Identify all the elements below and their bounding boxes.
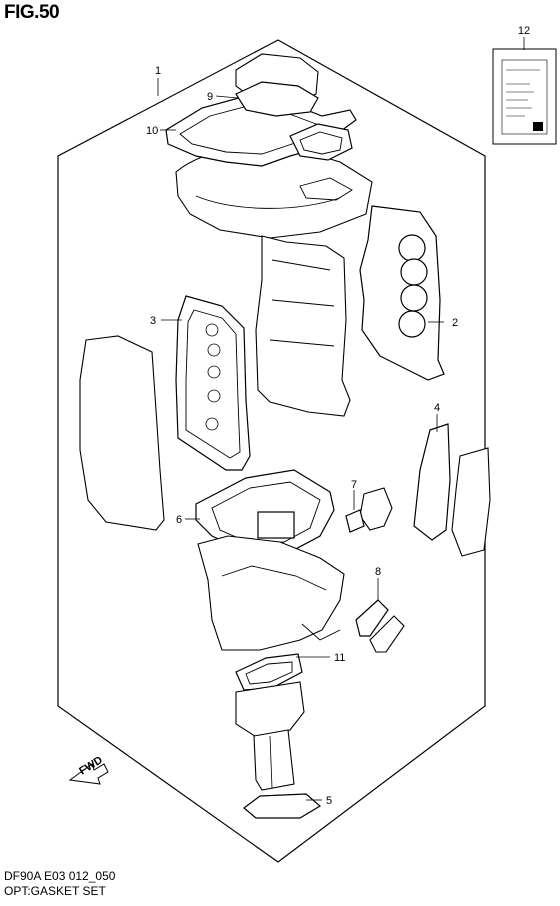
side-cover-gasket: [413, 423, 491, 557]
callout-3: 3: [150, 315, 156, 327]
manual-booklet: [492, 48, 557, 145]
intake-gasket: [165, 95, 357, 167]
figure-name: OPT:GASKET SET: [4, 884, 106, 898]
oil-pan-gasket: [235, 653, 303, 691]
lower-housing: [235, 681, 305, 791]
callout-11: 11: [334, 652, 345, 664]
callout-12: 12: [518, 25, 530, 37]
left-side-gasket: [79, 335, 165, 531]
callout-8: 8: [375, 566, 381, 578]
head-cover-gasket: [175, 295, 251, 471]
callout-1: 1: [155, 65, 161, 77]
thermostat-cover: [345, 487, 393, 533]
cylinder-head-gasket: [359, 205, 445, 381]
callout-4: 4: [434, 402, 440, 414]
figure-code: DF90A E03 012_050: [4, 869, 116, 883]
fwd-arrow-icon: [68, 763, 109, 785]
callout-9: 9: [207, 91, 213, 103]
callout-2: 2: [452, 317, 458, 329]
small-base-gasket: [243, 793, 322, 819]
callout-10: 10: [146, 125, 158, 137]
cover-plate-gasket: [355, 599, 405, 653]
oil-pan: [197, 535, 345, 651]
figure-title: FIG.50: [4, 2, 60, 23]
callout-5: 5: [326, 795, 332, 807]
engine-block: [255, 235, 351, 417]
callout-7: 7: [351, 479, 357, 491]
engine-holder-gasket: [195, 469, 335, 555]
upper-cover-gasket: [235, 81, 319, 117]
gasket-set-outline: [57, 39, 486, 863]
callout-6: 6: [176, 514, 182, 526]
